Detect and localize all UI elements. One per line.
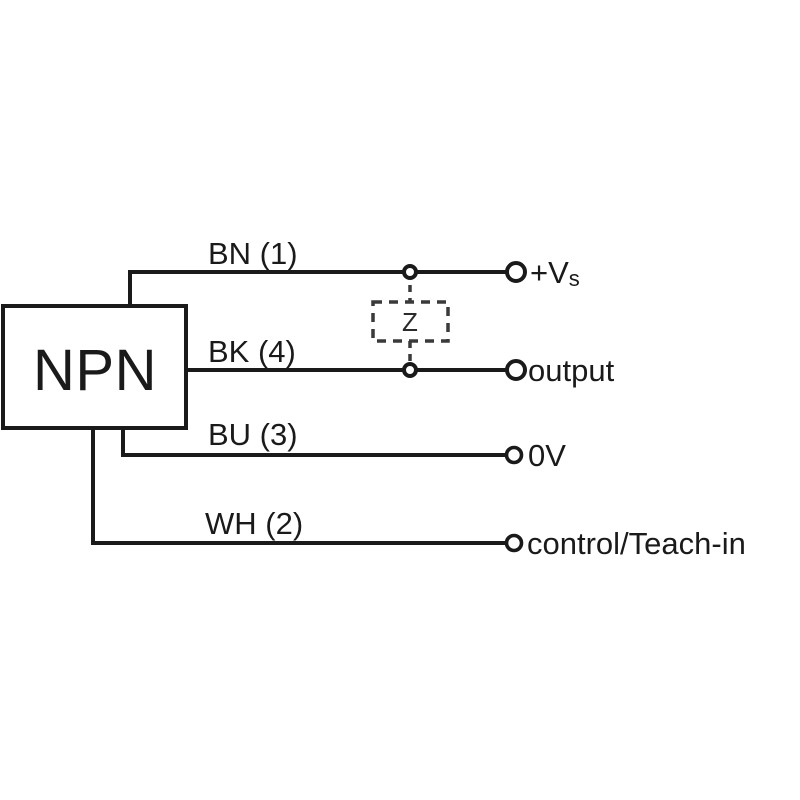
protection-element-box [371,300,450,343]
terminal-ground-icon [504,445,524,465]
terminal-label-ground: 0V [528,438,566,473]
wire-label-bu: BU (3) [208,417,298,452]
terminal-label-supply-positive-sub: s [569,266,580,291]
npn-block-label: NPN [33,338,157,403]
wire-bu [121,428,514,457]
npn-block: NPN [1,304,188,430]
terminal-label-output: output [528,353,615,388]
wire-bn-path [128,270,516,306]
terminal-control-teach-in-icon [504,533,524,553]
npn-block-rect [1,304,188,430]
terminal-label-control-teach-in: control/Teach-in [527,526,746,561]
terminal-label-supply-positive-main: +V [530,255,569,290]
wire-bu-path [121,428,514,457]
junction-output-icon [402,362,418,378]
wire-wh [91,428,514,545]
wire-label-wh: WH (2) [205,506,303,541]
terminal-supply-positive-icon [505,261,527,283]
wire-label-bk: BK (4) [208,334,296,369]
wire-bn [128,270,516,306]
junction-supply-icon [402,264,418,280]
protection-element-label: Z [402,307,418,337]
terminal-output-icon [505,359,527,381]
terminal-label-supply-positive: +Vs [530,255,580,291]
wire-label-bn: BN (1) [208,236,298,271]
protection-branch: Z [371,272,450,370]
wire-wh-path [91,428,514,545]
